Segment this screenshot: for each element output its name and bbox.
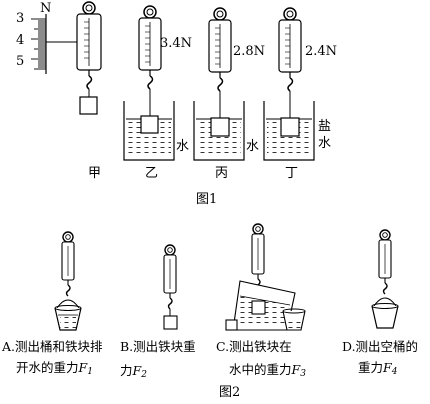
spring-scale-yi: [123, 5, 175, 161]
liquid-label-ding: 水: [318, 136, 332, 151]
iron-block: [210, 117, 230, 137]
iron-block: [163, 315, 178, 330]
spring-scale-ding: [263, 7, 315, 161]
reading-bing: 2.8N: [233, 44, 266, 59]
iron-block: [79, 96, 98, 115]
step-b-line1: B.测出铁块重: [120, 339, 196, 354]
step-d-line1: D.测出空桶的: [342, 339, 419, 354]
step-a-line2: 开水的重力F1: [16, 360, 93, 377]
apparatus-d: [371, 229, 399, 329]
liquid-label-bing: 水: [246, 139, 260, 154]
panel-label-jia: 甲: [88, 166, 102, 181]
spring-scale-bing: [193, 7, 245, 161]
panel-label-yi: 乙: [145, 166, 159, 181]
figure1-caption: 图1: [196, 192, 218, 207]
enlarged-scale: [31, 14, 82, 74]
reading-ding: 2.4N: [305, 44, 338, 59]
step-b-line2: 力F2: [120, 363, 147, 380]
step-c-line1: C.测出铁块在: [216, 339, 292, 354]
figure2-caption: 图2: [219, 385, 241, 400]
panel-label-ding: 丁: [285, 166, 299, 181]
scale-tick-label: 4: [16, 33, 25, 48]
apparatus-a: [54, 231, 82, 331]
step-c-line2: 水中的重力F3: [229, 362, 306, 379]
apparatus-c: [225, 223, 306, 331]
reading-yi: 3.4N: [160, 36, 193, 51]
scale-tick-label: 5: [16, 54, 25, 69]
liquid-label-ding: 盐: [318, 119, 332, 134]
iron-block: [280, 117, 300, 137]
liquid-label-yi: 水: [176, 139, 190, 154]
iron-block: [140, 115, 159, 134]
iron-block: [251, 300, 266, 315]
step-a-line1: A.测出桶和铁块排: [2, 339, 103, 354]
scale-unit-label: N: [40, 1, 52, 16]
scale-tick-label: 3: [16, 11, 25, 26]
step-d-line2: 重力F4: [358, 360, 398, 377]
spring-scale-jia: [76, 1, 102, 115]
panel-label-bing: 丙: [215, 166, 229, 181]
apparatus-b: [163, 244, 178, 330]
